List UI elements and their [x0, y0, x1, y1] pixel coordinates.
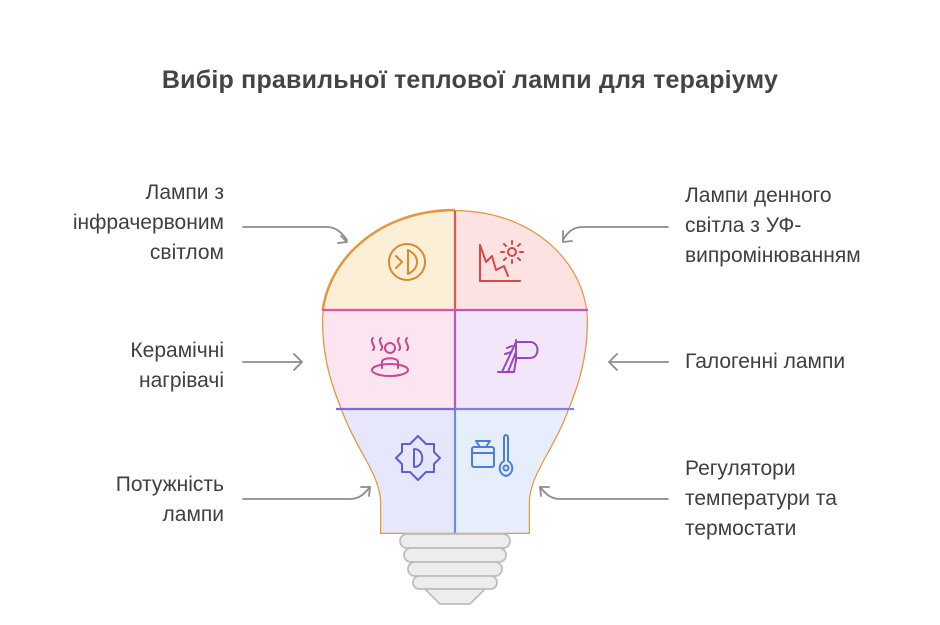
- arrow-regulators: [539, 486, 669, 500]
- segment-halogen: [455, 310, 588, 409]
- arrow-power: [242, 486, 371, 500]
- bulb-base: [399, 533, 511, 605]
- label-halogen-lamps: Галогенні лампи: [685, 350, 846, 373]
- arrow-uv: [562, 226, 669, 241]
- segment-regulators: [455, 409, 588, 534]
- arrow-ceramic-head: [293, 353, 303, 371]
- heat-person-icon: [370, 337, 410, 377]
- arrow-infrared: [242, 226, 348, 241]
- infrared-lamp-icon: [388, 243, 426, 281]
- bulb-segments: [322, 210, 588, 534]
- power-gear-icon: [395, 435, 441, 481]
- arrow-power-head: [360, 486, 371, 497]
- arrow-infrared-head: [337, 235, 348, 244]
- thermostat-icon: [471, 434, 514, 477]
- segment-infrared: [322, 210, 455, 310]
- arrow-halogen-head: [608, 353, 618, 371]
- arrow-uv-head: [562, 230, 573, 243]
- segment-power: [322, 409, 455, 534]
- arrow-regulators-head: [539, 486, 550, 497]
- sun-landscape-icon: [479, 240, 524, 282]
- diagram-title: Вибір правильної теплової лампи для тера…: [161, 66, 779, 94]
- connector-arrows: [242, 226, 669, 500]
- segment-ceramic: [322, 310, 455, 409]
- segment-dividers: [322, 211, 588, 534]
- halogen-lamp-icon: [497, 339, 539, 373]
- bulb-outline: [322, 208, 588, 534]
